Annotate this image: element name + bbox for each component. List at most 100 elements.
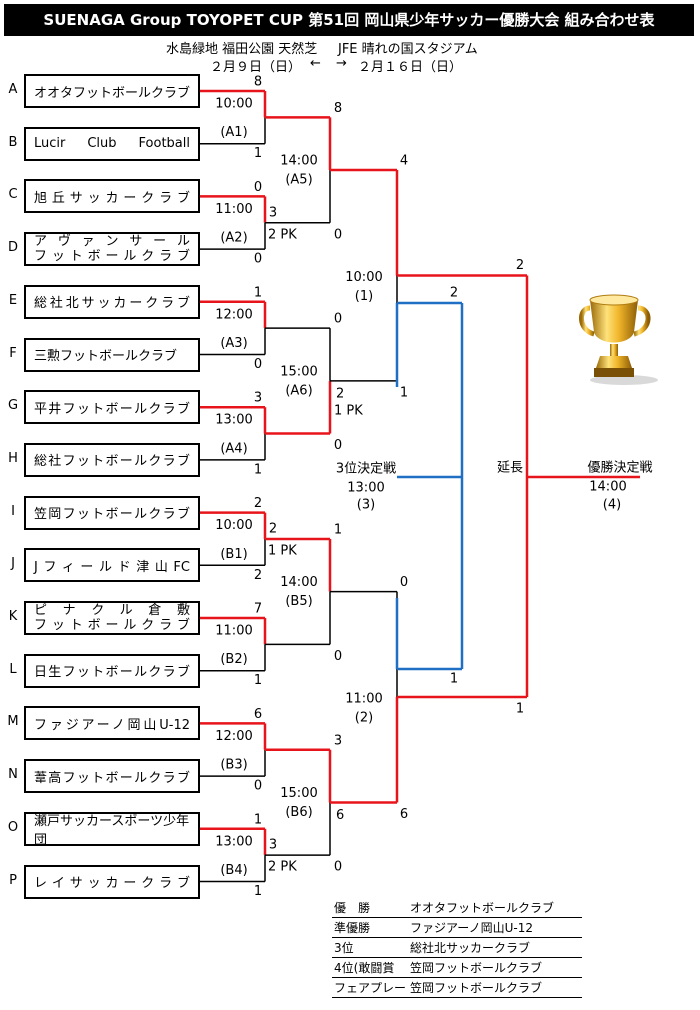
team-letter: E (8, 292, 18, 308)
arrow-left-icon: ← (310, 56, 321, 71)
team-letter: N (8, 767, 18, 783)
final-label: 優勝決定戦 (587, 461, 652, 476)
score-top: 0 (254, 180, 262, 195)
result-label: 3位 (332, 937, 409, 958)
score-bottom: 0 (254, 779, 262, 794)
team-name: Lucir Club Football (34, 136, 190, 152)
score-top: 2 (450, 286, 458, 301)
team-box: 葦高フットボールクラブ (24, 759, 200, 794)
match-time: 14:00 (280, 575, 317, 590)
match-time: 15:00 (280, 364, 317, 379)
score-bottom: 1 (254, 462, 262, 477)
score-top: 1 (334, 522, 342, 537)
team-box: 平井フットボールクラブ (24, 390, 200, 425)
match-code: (2) (355, 711, 373, 726)
score-bottom: 0 (334, 649, 342, 664)
team-box: 笠岡フットボールクラブ (24, 495, 200, 530)
score-bottom: 0 (334, 860, 342, 875)
team-box: オオタフットボールクラブ (24, 74, 200, 108)
match-code: (A5) (285, 173, 312, 188)
team-letter: H (8, 450, 18, 466)
team-name: 瀬戸サッカースポーツ少年団 (34, 813, 190, 846)
venue-right-date: ２月１６日（日） (358, 60, 463, 75)
team-box: ピナクル倉敷フットボールクラブ (24, 601, 200, 635)
team-name-line2: フットボールクラブ (34, 249, 190, 265)
score-top-extended: 3 (269, 838, 277, 853)
team-name: アヴァンサールフットボールクラブ (34, 234, 190, 264)
match-time: 12:00 (215, 729, 252, 744)
result-row: 準優勝ファジアーノ岡山U-12 (332, 917, 582, 938)
match-code: (A1) (220, 125, 247, 140)
match-code: (A2) (220, 231, 247, 246)
team-name: オオタフットボールクラブ (34, 85, 191, 101)
result-label: 優 勝 (332, 898, 409, 918)
result-row: 3位総社北サッカークラブ (332, 937, 582, 958)
score-top-extended: 2 (269, 521, 277, 536)
match-code: (A3) (220, 336, 247, 351)
team-name: 旭丘サッカークラブ (34, 190, 190, 206)
result-label: 準優勝 (332, 917, 409, 938)
extra-time-label: 延長 (497, 461, 523, 476)
score-top: 1 (254, 285, 262, 300)
result-label: 4位(敢闘賞 (332, 957, 409, 978)
arrow-right-icon: → (336, 56, 347, 71)
match-code: (A6) (285, 383, 312, 398)
match-time: 12:00 (215, 307, 252, 322)
team-name-line1: アヴァンサール (34, 234, 190, 250)
match-code: (4) (603, 498, 621, 513)
team-name: 笠岡フットボールクラブ (34, 507, 190, 523)
match-code: (A4) (220, 441, 247, 456)
team-letter: K (8, 609, 18, 624)
score-bottom: 0 (334, 227, 342, 242)
pk-score: 2 PK (268, 227, 297, 242)
match-time: 13:00 (347, 481, 384, 496)
score-top: 3 (254, 391, 262, 406)
team-name: 三勲フットボールクラブ (34, 349, 178, 364)
score-top: 2 (516, 258, 524, 273)
score-bottom: 1 (450, 672, 458, 687)
team-box: 日生フットボールクラブ (24, 653, 200, 688)
result-team: 笠岡フットボールクラブ (408, 957, 582, 978)
team-box: ファジアーノ岡山U-12 (24, 706, 200, 741)
team-letter: P (9, 872, 17, 888)
team-letter: G (7, 398, 19, 414)
venue-left-name: 水島緑地 福田公園 天然芝 (166, 42, 318, 57)
third-place-label: 3位決定戦 (336, 462, 396, 477)
team-box: 旭丘サッカークラブ (24, 179, 200, 214)
team-box: アヴァンサールフットボールクラブ (24, 232, 200, 267)
pk-score: 1 PK (268, 543, 297, 558)
result-row: 4位(敢闘賞笠岡フットボールクラブ (332, 957, 582, 978)
team-box: 三勲フットボールクラブ (24, 337, 200, 372)
match-code: (B3) (220, 758, 247, 773)
score-top: 1 (254, 812, 262, 827)
pk-score: 1 PK (334, 403, 363, 418)
venue-left-date: ２月９日（日） (210, 60, 302, 75)
match-time: 14:00 (589, 480, 626, 495)
page-title: SUENAGA Group TOYOPET CUP 第51回 岡山県少年サッカー… (43, 11, 655, 29)
venue-right-name: JFE 晴れの国スタジアム (338, 42, 478, 57)
team-box: Jフィールド津山FC (24, 548, 200, 583)
trophy-icon (579, 294, 658, 385)
result-row: 優 勝オオタフットボールクラブ (332, 898, 582, 918)
team-letter: C (8, 187, 18, 203)
score-bottom: 6 (400, 807, 408, 822)
match-time: 13:00 (215, 834, 252, 849)
team-name: 日生フットボールクラブ (34, 665, 190, 681)
team-name-line1: ピナクル倉敷 (34, 603, 190, 618)
team-letter: J (11, 556, 15, 572)
team-name: 総社北サッカークラブ (34, 296, 190, 312)
score-bottom: 2 (254, 568, 262, 583)
match-time: 10:00 (345, 270, 382, 285)
match-code: (B6) (285, 805, 312, 820)
team-letter: A (8, 82, 18, 97)
team-name: ファジアーノ岡山U-12 (34, 717, 190, 733)
score-top: 2 (254, 496, 262, 511)
team-letter: B (8, 134, 18, 150)
match-time: 11:00 (345, 692, 382, 707)
pk-score: 2 PK (268, 860, 297, 875)
match-time: 14:00 (280, 154, 317, 169)
team-name: 平井フットボールクラブ (34, 401, 190, 417)
score-top: 8 (334, 101, 342, 116)
match-code: (B4) (220, 863, 247, 878)
